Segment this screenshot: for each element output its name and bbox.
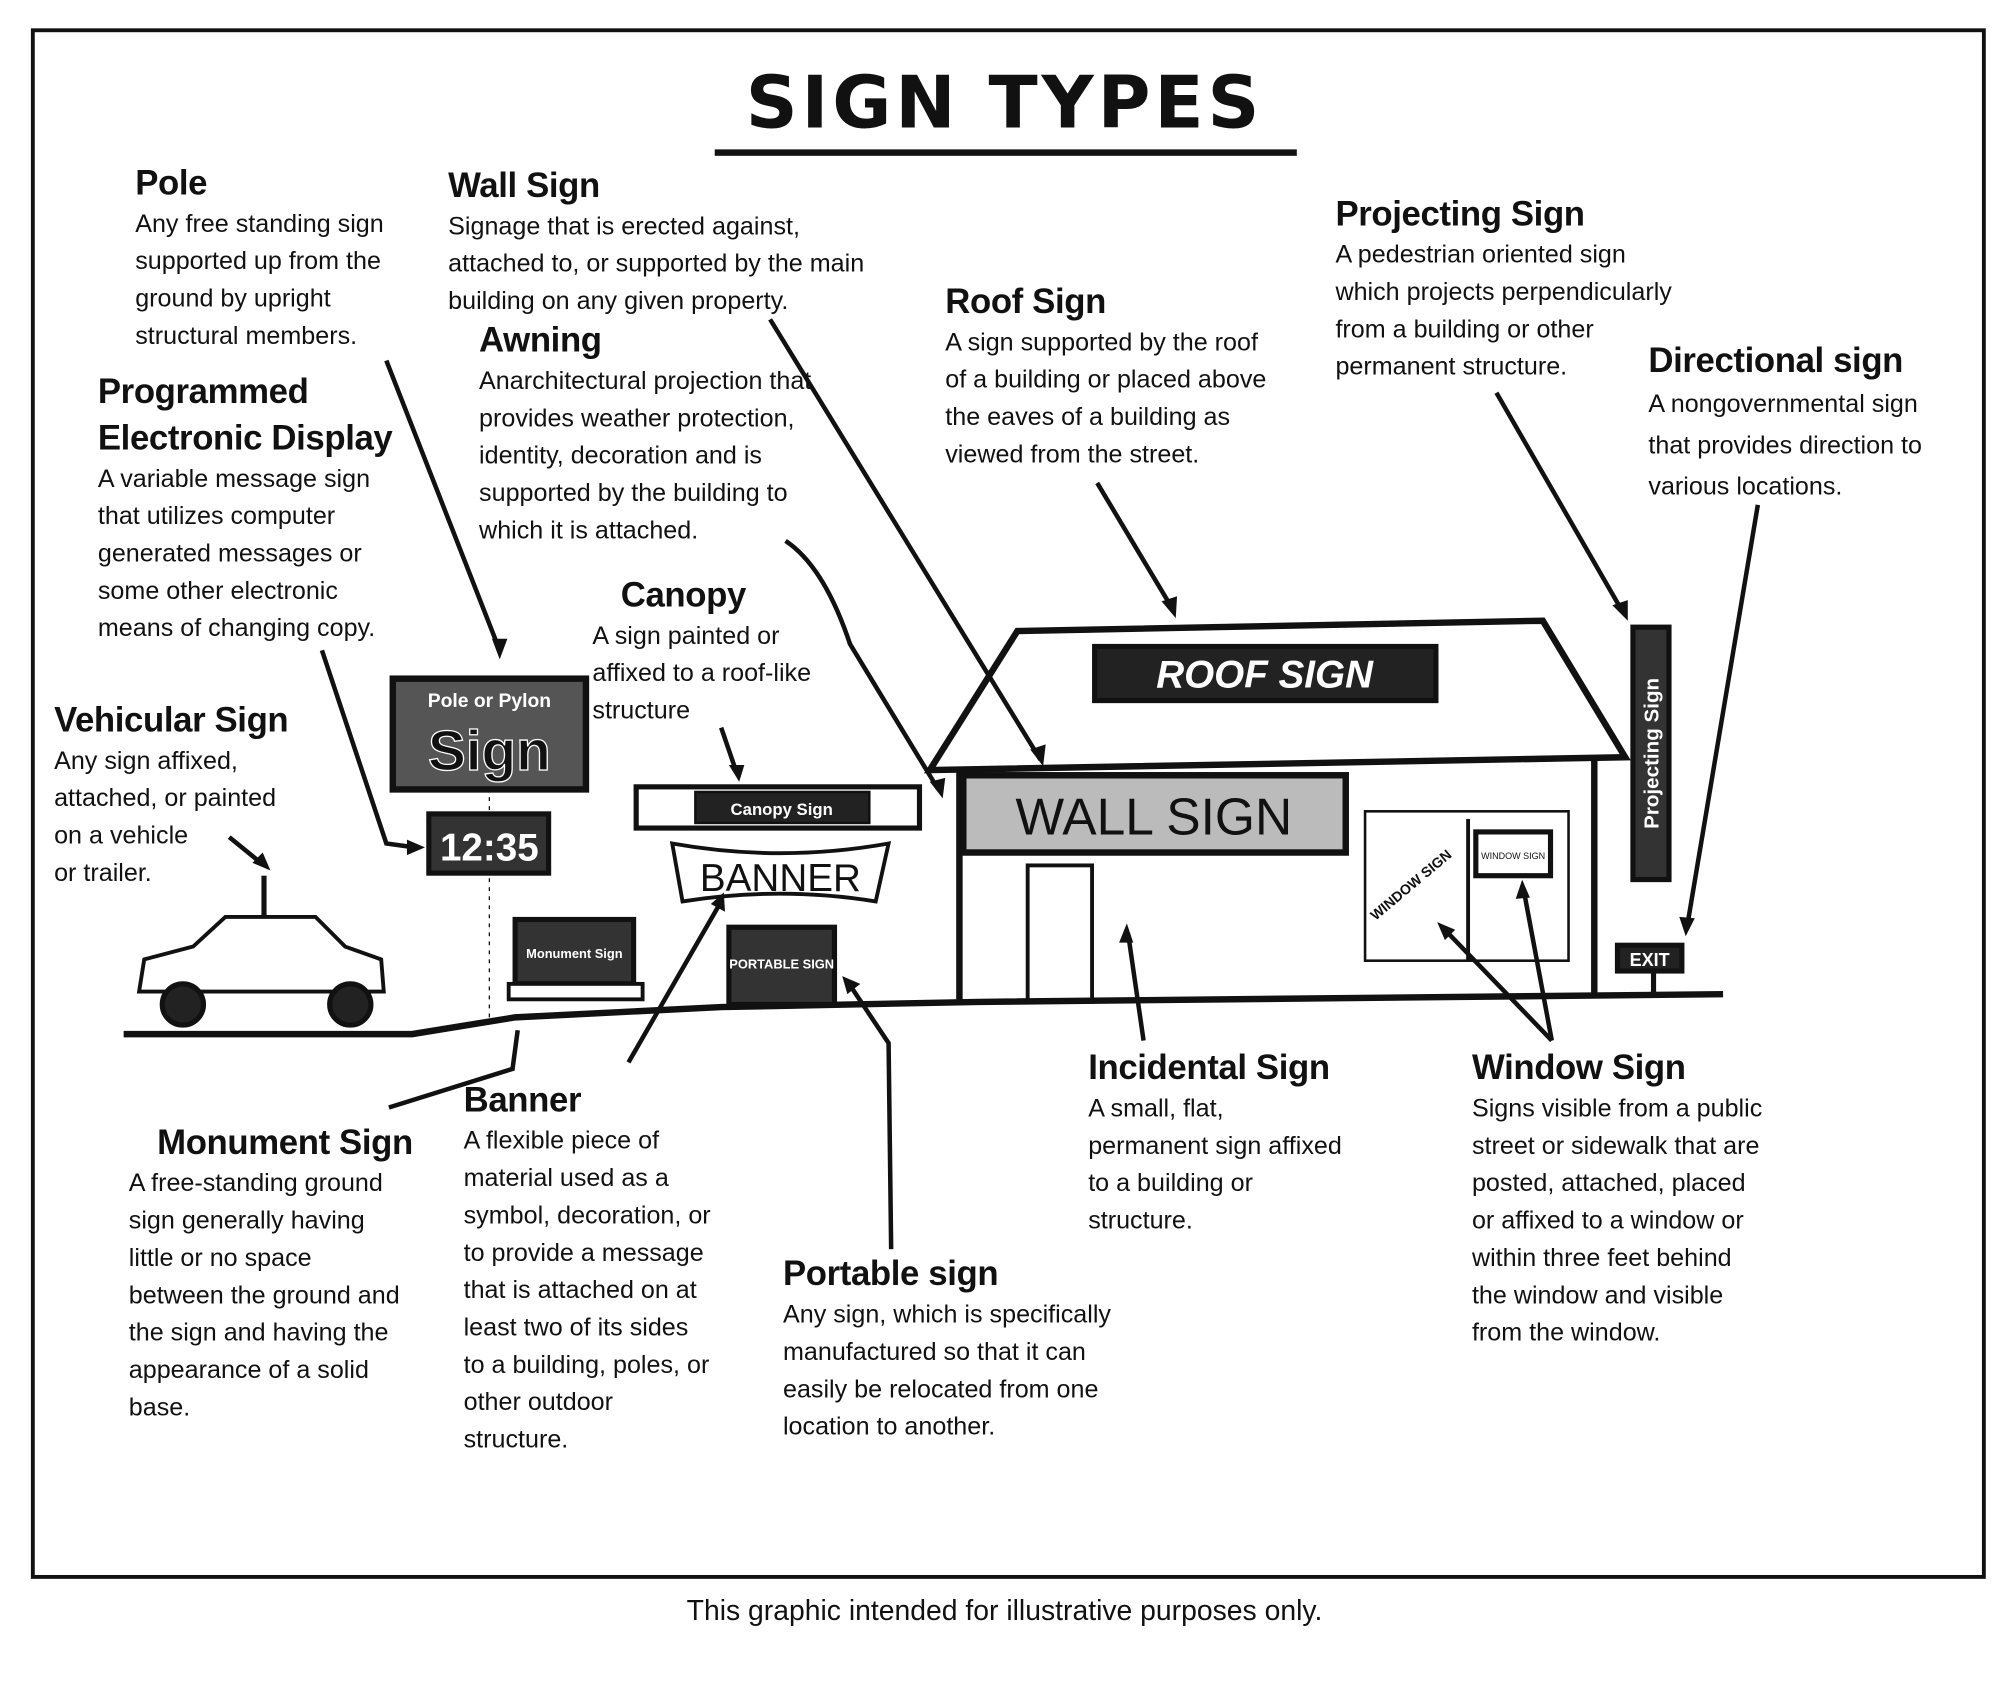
window-small-text: WINDOW SIGN [1481,851,1545,861]
canopy-block: Canopy A sign painted or affixed to a roo… [592,572,811,730]
directional-desc: A nongovernmental sign that provides dir… [1648,390,1922,501]
roof-sign [1092,643,1439,704]
portable-heading: Portable sign [782,1254,999,1293]
canopy-heading: Canopy [620,575,747,615]
canopy-desc: A sign painted or affixed to a roof-like… [592,622,812,726]
projecting-sign [1630,624,1672,883]
directional-block: Directional sign A nongovernmental sign t… [1648,337,1922,507]
car [136,914,386,994]
building-wall [956,759,1598,1002]
monument-block: Monument Sign A free-standing ground sign… [129,1119,413,1427]
pole-desc: Any free standing sign supported up from… [135,209,384,351]
vehicular-heading: Vehicular Sign [54,700,289,740]
incidental-heading: Incidental Sign [1088,1048,1330,1087]
roof-heading: Roof Sign [945,282,1106,321]
vehicular-desc: Any sign affixed, attached, or painted o… [54,746,277,888]
projecting-block: Projecting Sign A pedestrian oriented sig… [1335,191,1671,387]
canopy-sign-text: Canopy Sign [731,800,833,819]
monument-desc: A free-standing ground sign generally ha… [128,1169,400,1422]
directional-heading: Directional sign [1648,341,1904,380]
banner-block: Banner A flexible piece of material used … [464,1077,711,1459]
monument-text: Monument Sign [526,946,623,961]
door [1025,863,1094,1004]
wall-heading: Wall Sign [448,166,600,205]
pole-sign-label: Sign [428,720,551,783]
title-underline [714,149,1297,156]
incidental-block: Incidental Sign A small, flat, permanent … [1088,1044,1342,1240]
pole-sign [389,675,590,793]
banner-heading: Banner [463,1080,582,1120]
projecting-heading: Projecting Sign [1335,194,1585,234]
pole-heading: Pole [135,163,208,203]
roof-sign-text: ROOF SIGN [1156,654,1374,697]
roof-desc: A sign supported by the roof of a buildi… [945,328,1267,469]
incidental-desc: A small, flat, permanent sign affixed to… [1088,1094,1342,1236]
disclaimer-footer: This graphic intended for illustrative p… [686,1594,1323,1627]
pole-sign-label-top: Pole or Pylon [428,691,551,712]
portable-text: PORTABLE SIGN [729,956,834,971]
programmed-desc: A variable message sign that utilizes co… [97,464,376,643]
banner-desc: A flexible piece of material used as a s… [463,1126,711,1454]
clock-text: 12:35 [440,826,539,869]
clock-display [426,811,552,876]
awning-heading: Awning [479,320,602,360]
window-sign-text: WINDOW SIGN [1368,847,1455,924]
leader-lines [227,318,1761,1250]
monument-heading: Monument Sign [157,1122,413,1162]
projecting-text: Projecting Sign [1641,678,1664,829]
portable-desc: Any sign, which is specifically manufact… [782,1300,1111,1442]
ground-line [123,990,1724,1038]
banner-text: BANNER [700,857,861,900]
wall-desc: Signage that is erected against, attache… [448,212,865,316]
exit-text: EXIT [1630,950,1670,970]
wall-sign-text: WALL SIGN [1016,787,1293,845]
banner-sign [669,841,892,904]
page-title: SIGN TYPES [745,61,1264,146]
wall-sign [960,772,1349,856]
exit-sign [1614,942,1685,974]
programmed-heading: Programmed Electronic Display [97,372,393,458]
diagram-frame [30,28,1986,1579]
portable-sign [726,924,838,1008]
projecting-desc: A pedestrian oriented sign which project… [1335,240,1672,382]
window-desc: Signs visible from a public street or si… [1471,1094,1763,1348]
window-heading: Window Sign [1471,1048,1686,1087]
roof-block: Roof Sign A sign supported by the roof of… [945,278,1266,474]
awning-desc: Anarchitectural projection that provides… [479,367,812,545]
